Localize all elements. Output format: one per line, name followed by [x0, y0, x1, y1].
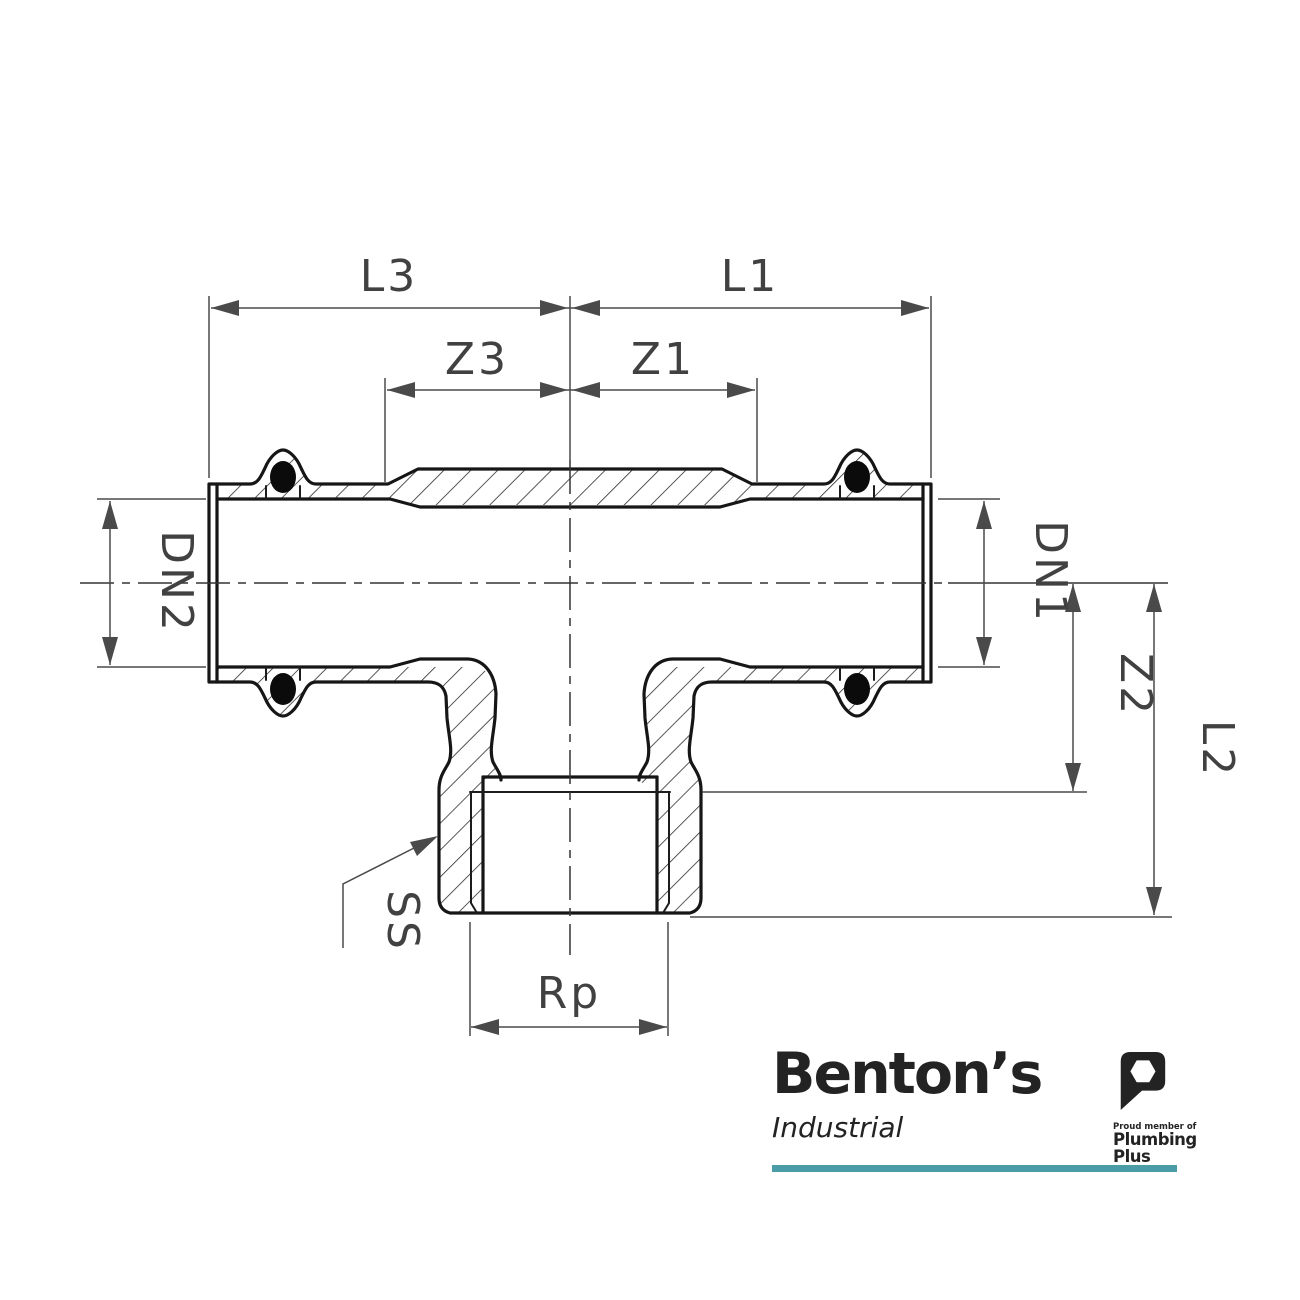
- badge-note: Proud member of: [1113, 1122, 1197, 1132]
- o-ring-right-top: [844, 461, 870, 493]
- dim-label-l1: L1: [721, 251, 780, 302]
- ss-leader-arrowhead: [410, 836, 438, 856]
- o-ring-left-top: [270, 461, 296, 493]
- logo-accent-rule: [772, 1165, 1177, 1172]
- hatch-bottom-right-branch: [639, 667, 923, 913]
- o-ring-seals: [270, 461, 870, 705]
- thread-major-right: [662, 791, 670, 914]
- o-ring-left-bottom: [270, 673, 296, 705]
- bore-bottom-right: [637, 657, 925, 782]
- hatch-bottom-left-branch: [217, 667, 501, 913]
- dim-label-z1: Z1: [631, 334, 695, 385]
- dim-label-l3: L3: [360, 251, 419, 302]
- extension-lines: [97, 296, 1172, 1036]
- dim-label-z3: Z3: [445, 334, 509, 385]
- plumbing-plus-p-icon: [1120, 1052, 1166, 1110]
- dim-label-dn1: DN1: [1025, 520, 1076, 624]
- thread-major-left: [470, 791, 478, 914]
- brand-division: Industrial: [772, 1111, 904, 1144]
- dim-label-z2: Z2: [1110, 653, 1161, 717]
- oring-groove-lines: [265, 485, 875, 681]
- badge-org-line1: Plumbing: [1113, 1130, 1197, 1150]
- badge-org-line2: Plus: [1113, 1147, 1151, 1167]
- section-hatching: [217, 450, 923, 913]
- bentons-logo: Benton’s Industrial Proud member of Plum…: [772, 1041, 1197, 1176]
- fitting-secondary-lines: [265, 485, 875, 914]
- fitting-outline: [207, 448, 933, 915]
- plumbing-plus-badge: Proud member of Plumbing Plus: [1113, 1046, 1197, 1167]
- dim-label-dn2: DN2: [151, 530, 202, 634]
- brand-name: Benton’s: [772, 1041, 1043, 1107]
- dim-label-rp: Rp: [537, 968, 602, 1019]
- o-ring-right-bottom: [844, 673, 870, 705]
- outer-profile: [207, 448, 933, 915]
- ss-leader-line: [342, 846, 417, 948]
- dimension-labels: L3 L1 Z3 Z1 DN2 DN1 Z2 L2 Rp SS: [151, 251, 1243, 1019]
- bore-bottom-left: [215, 657, 503, 782]
- dimension-arrowheads: [102, 300, 1162, 1035]
- dim-label-l2: L2: [1192, 720, 1243, 779]
- dim-label-ss: SS: [377, 890, 428, 952]
- centerlines: [80, 460, 1168, 955]
